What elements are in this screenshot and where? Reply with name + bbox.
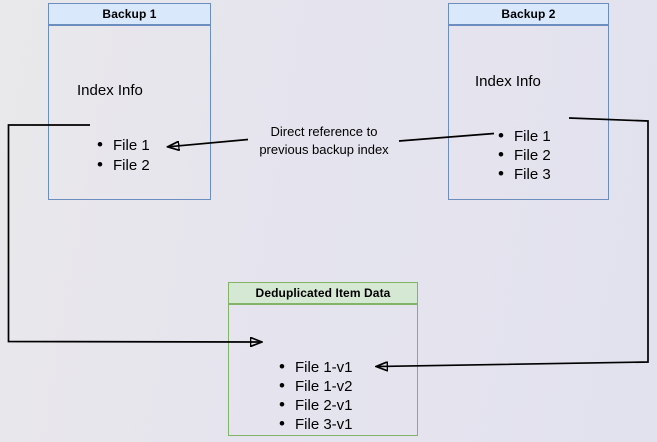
list-item: File 3 [498, 164, 551, 184]
list-item: File 3-v1 [279, 414, 353, 434]
backup1-file-list: File 1 File 2 [97, 135, 150, 176]
backup2-box: Backup 2 Index Info File 1 File 2 File 3 [448, 3, 609, 200]
list-item: File 1-v2 [279, 376, 353, 396]
list-item: File 1-v1 [279, 357, 353, 377]
backup2-file-list: File 1 File 2 File 3 [498, 126, 551, 184]
backup1-body: Index Info File 1 File 2 [48, 25, 211, 200]
dedup-body: File 1-v1 File 1-v2 File 2-v1 File 3-v1 [228, 304, 418, 436]
dedup-file-list: File 1-v1 File 1-v2 File 2-v1 File 3-v1 [279, 357, 353, 434]
backup1-box: Backup 1 Index Info File 1 File 2 [48, 3, 211, 200]
backup2-index-info-label: Index Info [475, 73, 541, 90]
backup2-body: Index Info File 1 File 2 File 3 [448, 25, 609, 200]
backup1-header: Backup 1 [48, 3, 211, 25]
list-item: File 1 [498, 126, 551, 146]
list-item: File 2 [97, 155, 150, 176]
list-item: File 2-v1 [279, 395, 353, 415]
backup2-header: Backup 2 [448, 3, 609, 25]
backup1-index-info-label: Index Info [77, 82, 143, 99]
list-item: File 1 [97, 135, 150, 156]
direct-reference-edge-label: Direct reference to previous backup inde… [259, 124, 389, 157]
list-item: File 2 [498, 145, 551, 165]
dedup-header: Deduplicated Item Data [228, 282, 418, 304]
dedup-box: Deduplicated Item Data File 1-v1 File 1-… [228, 282, 418, 436]
